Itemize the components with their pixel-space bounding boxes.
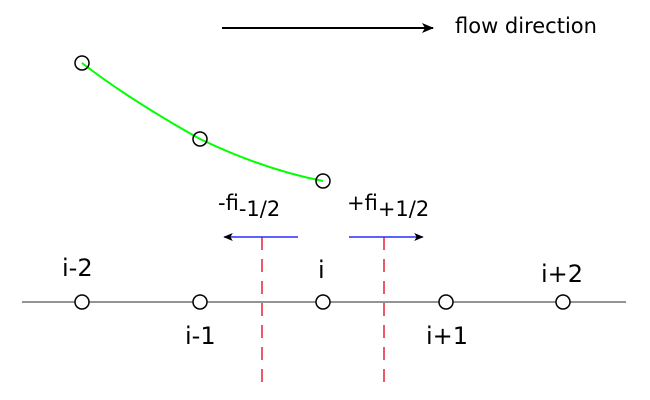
curve-point-1 bbox=[74, 55, 90, 71]
flux-left-subscript: i-1/2 bbox=[238, 197, 281, 221]
node-i-minus-1 bbox=[192, 294, 208, 310]
label-i-plus-1: i+1 bbox=[426, 322, 469, 350]
label-i-minus-2: i-2 bbox=[62, 254, 93, 282]
curve-point-3 bbox=[315, 173, 331, 189]
flux-left-sign: -f bbox=[218, 191, 239, 215]
node-i bbox=[315, 294, 331, 310]
flow-direction-label: flow direction bbox=[455, 14, 597, 38]
flux-right-label: +fi+1/2 bbox=[347, 191, 429, 220]
flux-right-sign: +f bbox=[347, 191, 378, 215]
node-i-plus-2 bbox=[555, 294, 571, 310]
curve-point-2 bbox=[192, 131, 208, 147]
flux-left-label: -fi-1/2 bbox=[218, 191, 280, 220]
reconstruction-curve bbox=[81, 62, 324, 182]
flux-right-subscript: i+1/2 bbox=[377, 197, 430, 221]
node-i-plus-1 bbox=[438, 294, 454, 310]
label-i-minus-1: i-1 bbox=[185, 322, 216, 350]
label-i: i bbox=[318, 256, 325, 284]
label-i-plus-2: i+2 bbox=[541, 260, 584, 288]
node-i-minus-2 bbox=[74, 294, 90, 310]
